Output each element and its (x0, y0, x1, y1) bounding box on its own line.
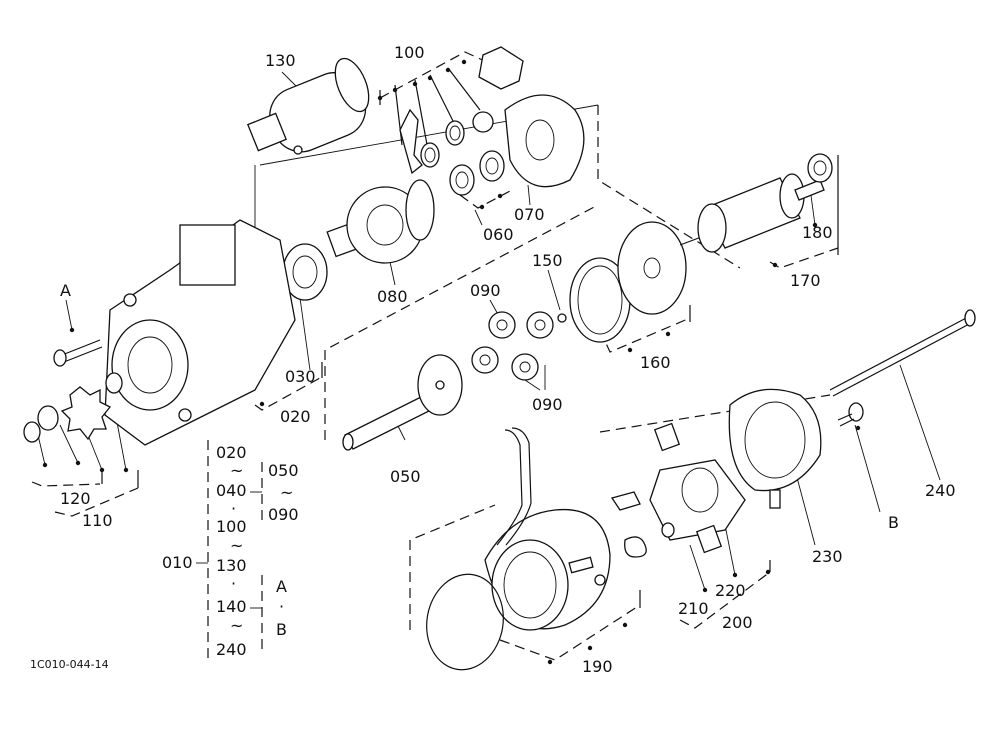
end-frame-230 (728, 388, 822, 509)
legend-tilde-3: ~ (230, 616, 243, 635)
label-230: 230 (812, 547, 843, 566)
planet-gears-090 (471, 311, 554, 381)
armature-170 (679, 173, 825, 253)
yoke-190 (484, 427, 647, 631)
legend-row-3: 100 (216, 517, 247, 536)
brush-holder-220 (649, 422, 746, 554)
label-020: 020 (280, 407, 311, 426)
legend-ref-b: B (276, 620, 287, 639)
legend-tilde-2: ~ (230, 536, 243, 555)
legend-dot-2: · (231, 574, 236, 593)
through-bolt-240 (829, 309, 976, 397)
label-100: 100 (394, 43, 425, 62)
cover-070 (504, 94, 585, 188)
legend-row-4: 130 (216, 556, 247, 575)
label-030: 030 (285, 367, 316, 386)
legend-dot-1: · (231, 499, 236, 518)
label-160: 160 (640, 353, 671, 372)
bolt-a (53, 339, 103, 367)
washers-060 (449, 150, 505, 196)
drawing-id: 1C010-044-14 (30, 658, 109, 671)
legend-sub-2: 090 (268, 505, 299, 524)
label-080: 080 (377, 287, 408, 306)
label-050: 050 (390, 467, 421, 486)
o-ring-190 (426, 573, 504, 671)
label-190: 190 (582, 657, 613, 676)
legend-row-1: 020 (216, 443, 247, 462)
label-170: 170 (790, 271, 821, 290)
label-ref-a: A (60, 281, 71, 300)
label-220: 220 (715, 581, 746, 600)
legend-row-5: 140 (216, 597, 247, 616)
legend-row-2: 040 (216, 481, 247, 500)
label-120: 120 (60, 489, 91, 508)
drive-housing-020 (104, 219, 296, 446)
legend-row-6: 240 (216, 640, 247, 659)
legend-dot-3: · (279, 597, 284, 616)
label-110: 110 (82, 511, 113, 530)
label-ref-b: B (888, 513, 899, 532)
clutch-080 (326, 179, 435, 264)
internal-gear-160 (569, 221, 687, 343)
screw-b (837, 402, 864, 427)
pinion-110-120 (23, 372, 123, 443)
label-090-top: 090 (470, 281, 501, 300)
label-150: 150 (532, 251, 563, 270)
assembly-legend: 010 020 ~ 040 · 100 ~ 130 · 140 ~ 240 05… (162, 440, 299, 660)
bearing-030 (282, 243, 328, 301)
part-labels: 130 100 070 060 080 030 020 A 120 110 09… (60, 43, 956, 676)
legend-tilde-1: ~ (230, 461, 243, 480)
label-090-bottom: 090 (532, 395, 563, 414)
legend-tilde-4: ~ (280, 483, 293, 502)
springs-100 (399, 46, 524, 175)
label-130: 130 (265, 51, 296, 70)
bracket-dots (42, 59, 861, 665)
solenoid-130 (247, 57, 370, 155)
label-180: 180 (802, 223, 833, 242)
label-200: 200 (722, 613, 753, 632)
label-060: 060 (483, 225, 514, 244)
label-210: 210 (678, 599, 709, 618)
planet-shaft-050 (342, 354, 463, 451)
label-240: 240 (925, 481, 956, 500)
legend-ref-a: A (276, 577, 287, 596)
label-070: 070 (514, 205, 545, 224)
legend-label-010: 010 (162, 553, 193, 572)
ball-150 (557, 313, 567, 323)
bearing-180 (807, 153, 833, 183)
washer-210 (661, 522, 675, 538)
legend-sub-1: 050 (268, 461, 299, 480)
